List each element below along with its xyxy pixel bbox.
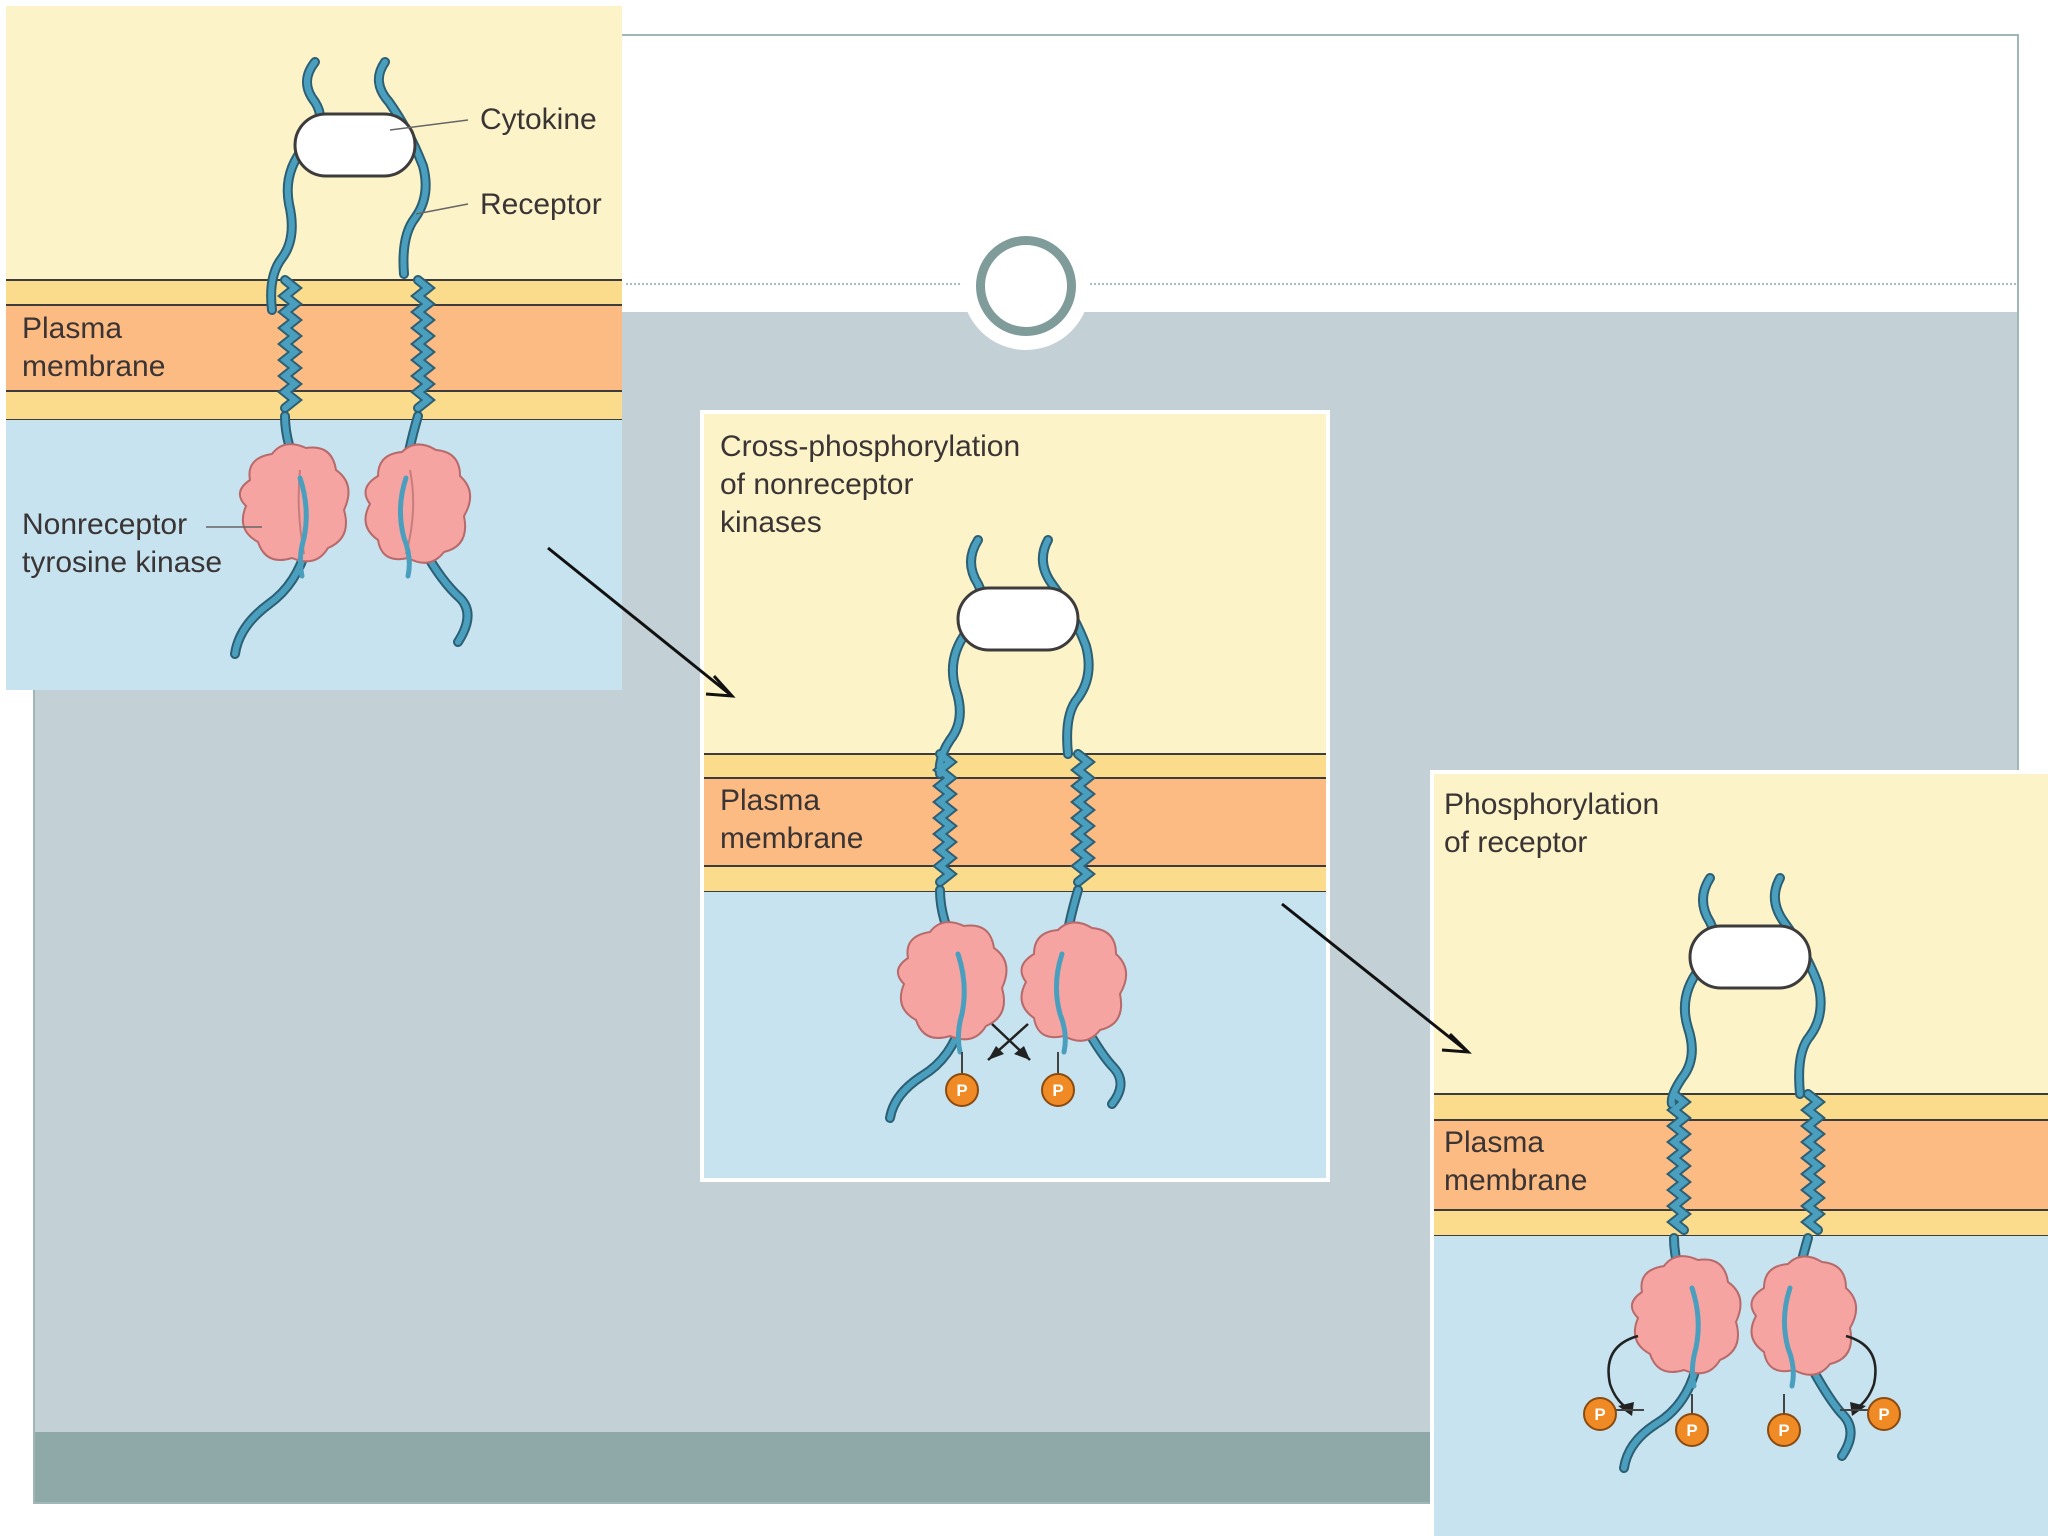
panel-background (1434, 774, 2048, 1536)
cytokine-label: Cytokine (480, 103, 597, 136)
title-ring-ornament (962, 222, 1090, 350)
cytokine-leader-line (389, 119, 469, 131)
phosphate-inner-right: P (1767, 1394, 1801, 1447)
phosphate-label: P (1686, 1421, 1697, 1440)
phosphate-label: P (956, 1081, 967, 1100)
membrane-label-line-2: membrane (720, 822, 863, 855)
phosphate-inner-left: P (1675, 1394, 1709, 1447)
kinase-right (1020, 921, 1127, 1042)
panel-receptor-phosphorylation: P P P P Phosphorylation of receptor Plas… (1430, 770, 2048, 1536)
phosphate-outer-right: P (1840, 1397, 1901, 1431)
kinase-right (1750, 1255, 1857, 1376)
cytokine-ligand (956, 586, 1080, 652)
panel-title-line-1: Cross-phosphorylation (720, 430, 1020, 463)
panel-title-line-2: of nonreceptor (720, 468, 913, 501)
cytoplasm-region (1434, 1236, 2048, 1536)
phosphate-right: P (1041, 1052, 1075, 1107)
membrane-label-line-1: Plasma (720, 784, 820, 817)
phosphorylation-arrow-left (1607, 1334, 1639, 1412)
cytokine-ligand (293, 112, 417, 178)
phosphate-label: P (1878, 1405, 1889, 1424)
phosphate-label: P (1594, 1405, 1605, 1424)
plasma-membrane-core (1434, 1120, 2048, 1210)
membrane-label-line-1: Plasma (22, 312, 122, 345)
panel-title-line-1: Phosphorylation (1444, 788, 1659, 821)
phosphate-label: P (1778, 1421, 1789, 1440)
membrane-label-line-2: membrane (1444, 1164, 1587, 1197)
receptor-label: Receptor (480, 188, 602, 221)
panel-title-line-3: kinases (720, 506, 822, 539)
panel-resting-receptor: Cytokine Receptor Plasma membrane Nonrec… (6, 6, 622, 690)
phosphorylation-arrow-right (1845, 1334, 1877, 1412)
receptor-leader-line (415, 203, 469, 215)
kinase-label-line-2: tyrosine kinase (22, 546, 222, 579)
panel-background (704, 414, 1326, 1178)
membrane-label-line-2: membrane (22, 350, 165, 383)
kinase-left (1631, 1255, 1742, 1375)
membrane-label-line-1: Plasma (1444, 1126, 1544, 1159)
cytokine-ligand (1688, 924, 1812, 990)
title-ring-inner (976, 236, 1076, 336)
flow-arrow-panel2-to-panel3 (1281, 902, 1469, 1054)
plasma-membrane-core (6, 305, 622, 391)
label-leader-lines (206, 119, 469, 528)
panel-cross-phosphorylation: P P Cross-phosphorylation of nonreceptor… (700, 410, 1330, 1182)
flow-arrow-panel1-to-panel2 (547, 546, 733, 698)
kinase-left (897, 921, 1008, 1041)
phosphorylation-arrows (1607, 1334, 1877, 1412)
phosphate-label: P (1052, 1081, 1063, 1100)
phosphate-outer-left: P (1583, 1397, 1644, 1431)
plasma-membrane-core (704, 778, 1326, 866)
header-divider (626, 283, 2016, 285)
panel-title-line-2: of receptor (1444, 826, 1587, 859)
kinase-label-line-1: Nonreceptor (22, 508, 187, 541)
extracellular-region (704, 414, 1326, 754)
phosphate-left: P (945, 1052, 979, 1107)
